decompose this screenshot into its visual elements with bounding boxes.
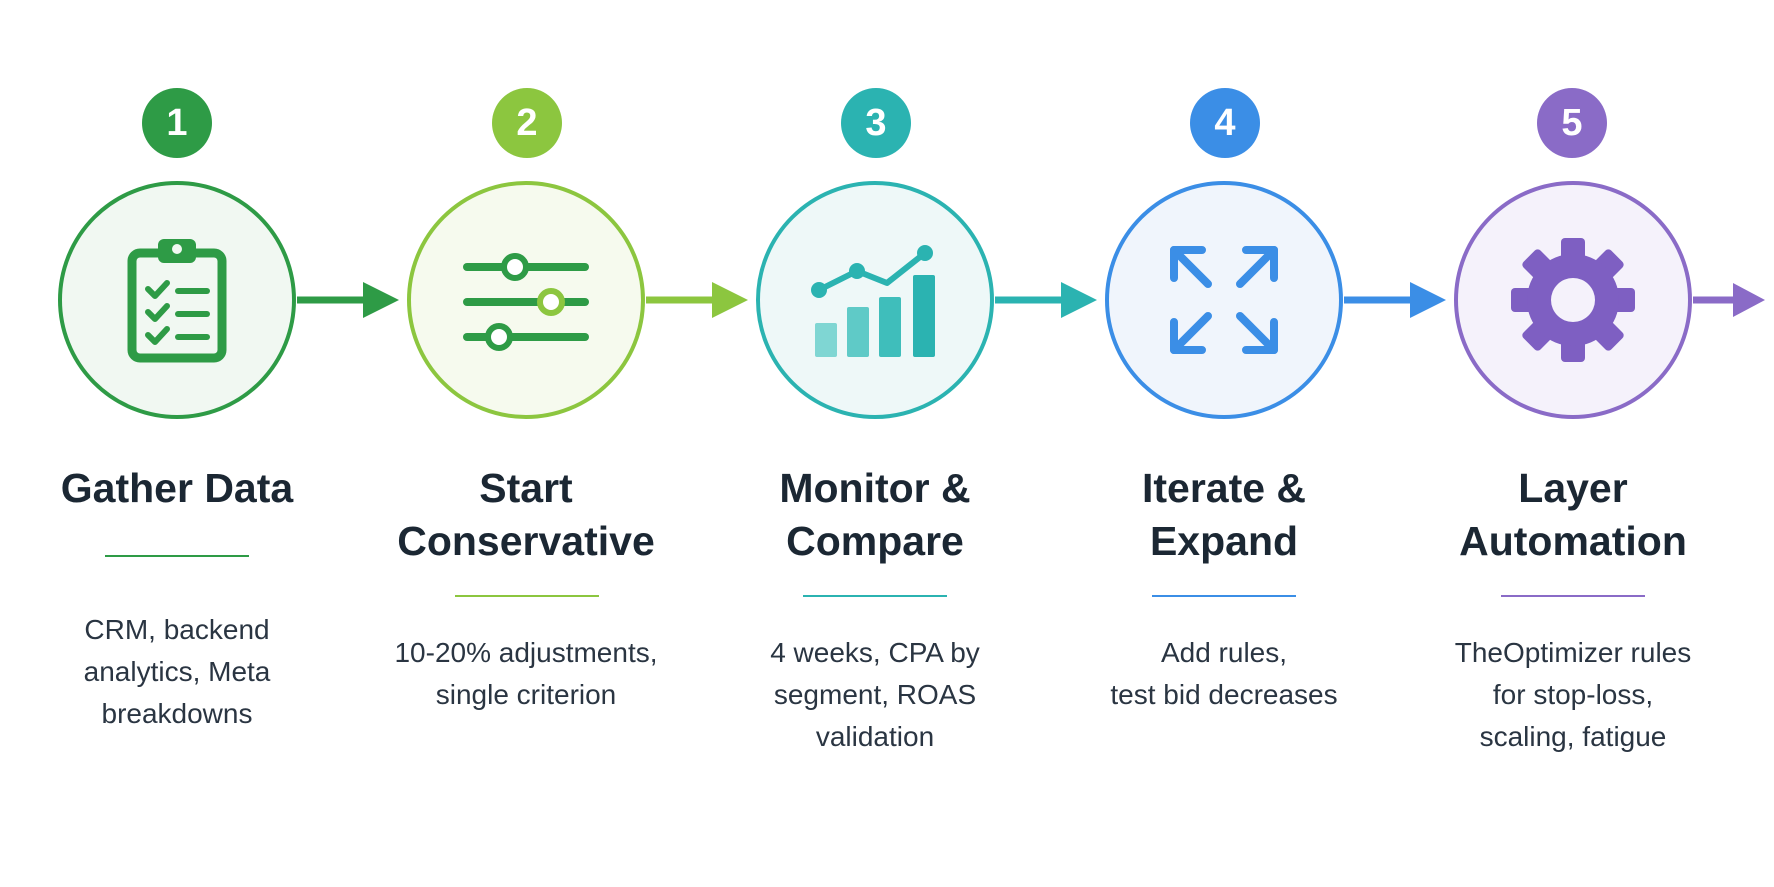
step-title: Iterate & Expand <box>1141 465 1307 564</box>
step-2: 2 Start Conservative 10-20% adjustments,… <box>361 0 691 887</box>
step-icon-circle <box>1105 181 1343 419</box>
chart-trend-icon <box>811 245 935 357</box>
step-icon-circle <box>756 181 994 419</box>
step-title: Gather Data <box>60 465 294 511</box>
step-number-badge: 1 <box>142 88 212 158</box>
step-title: Layer Automation <box>1459 465 1687 564</box>
step-number-badge: 5 <box>1537 88 1607 158</box>
step-3: 3 Monitor & Compare 4 weeks, CPA by segm… <box>710 0 1040 887</box>
arrow-right-icon <box>1344 282 1446 318</box>
step-icon-circle <box>407 181 645 419</box>
step-description: 4 weeks, CPA by segment, ROAS validation <box>770 637 980 752</box>
expand-arrows-icon <box>1170 246 1278 354</box>
arrow-right-icon <box>297 282 399 318</box>
gear-icon <box>1511 238 1635 362</box>
step-divider <box>1501 595 1645 597</box>
step-divider <box>105 555 249 557</box>
step-description: CRM, backend analytics, Meta breakdowns <box>83 614 271 729</box>
step-divider <box>803 595 947 597</box>
step-icon-circle <box>1454 181 1692 419</box>
step-number-badge: 2 <box>492 88 562 158</box>
step-1: 1 Gather Data CRM, backend analytics, Me… <box>12 0 342 887</box>
step-5: 5 Layer Automation TheOptimizer rul <box>1408 0 1738 887</box>
step-description: 10-20% adjustments, single criterion <box>394 637 658 710</box>
step-divider <box>455 595 599 597</box>
arrow-right-icon <box>1693 283 1765 317</box>
arrow-right-icon <box>995 282 1097 318</box>
arrow-right-icon <box>646 282 748 318</box>
step-title: Monitor & Compare <box>779 465 971 564</box>
step-description: Add rules, test bid decreases <box>1110 637 1338 710</box>
sliders-icon <box>463 253 589 351</box>
step-number-badge: 3 <box>841 88 911 158</box>
clipboard-checklist-icon <box>127 239 227 363</box>
step-title: Start Conservative <box>397 465 655 564</box>
step-number-badge: 4 <box>1190 88 1260 158</box>
step-divider <box>1152 595 1296 597</box>
step-icon-circle <box>58 181 296 419</box>
step-description: TheOptimizer rules for stop-loss, scalin… <box>1454 637 1692 752</box>
step-4: 4 Iterate & Expand Add rules, test bid d… <box>1059 0 1389 887</box>
